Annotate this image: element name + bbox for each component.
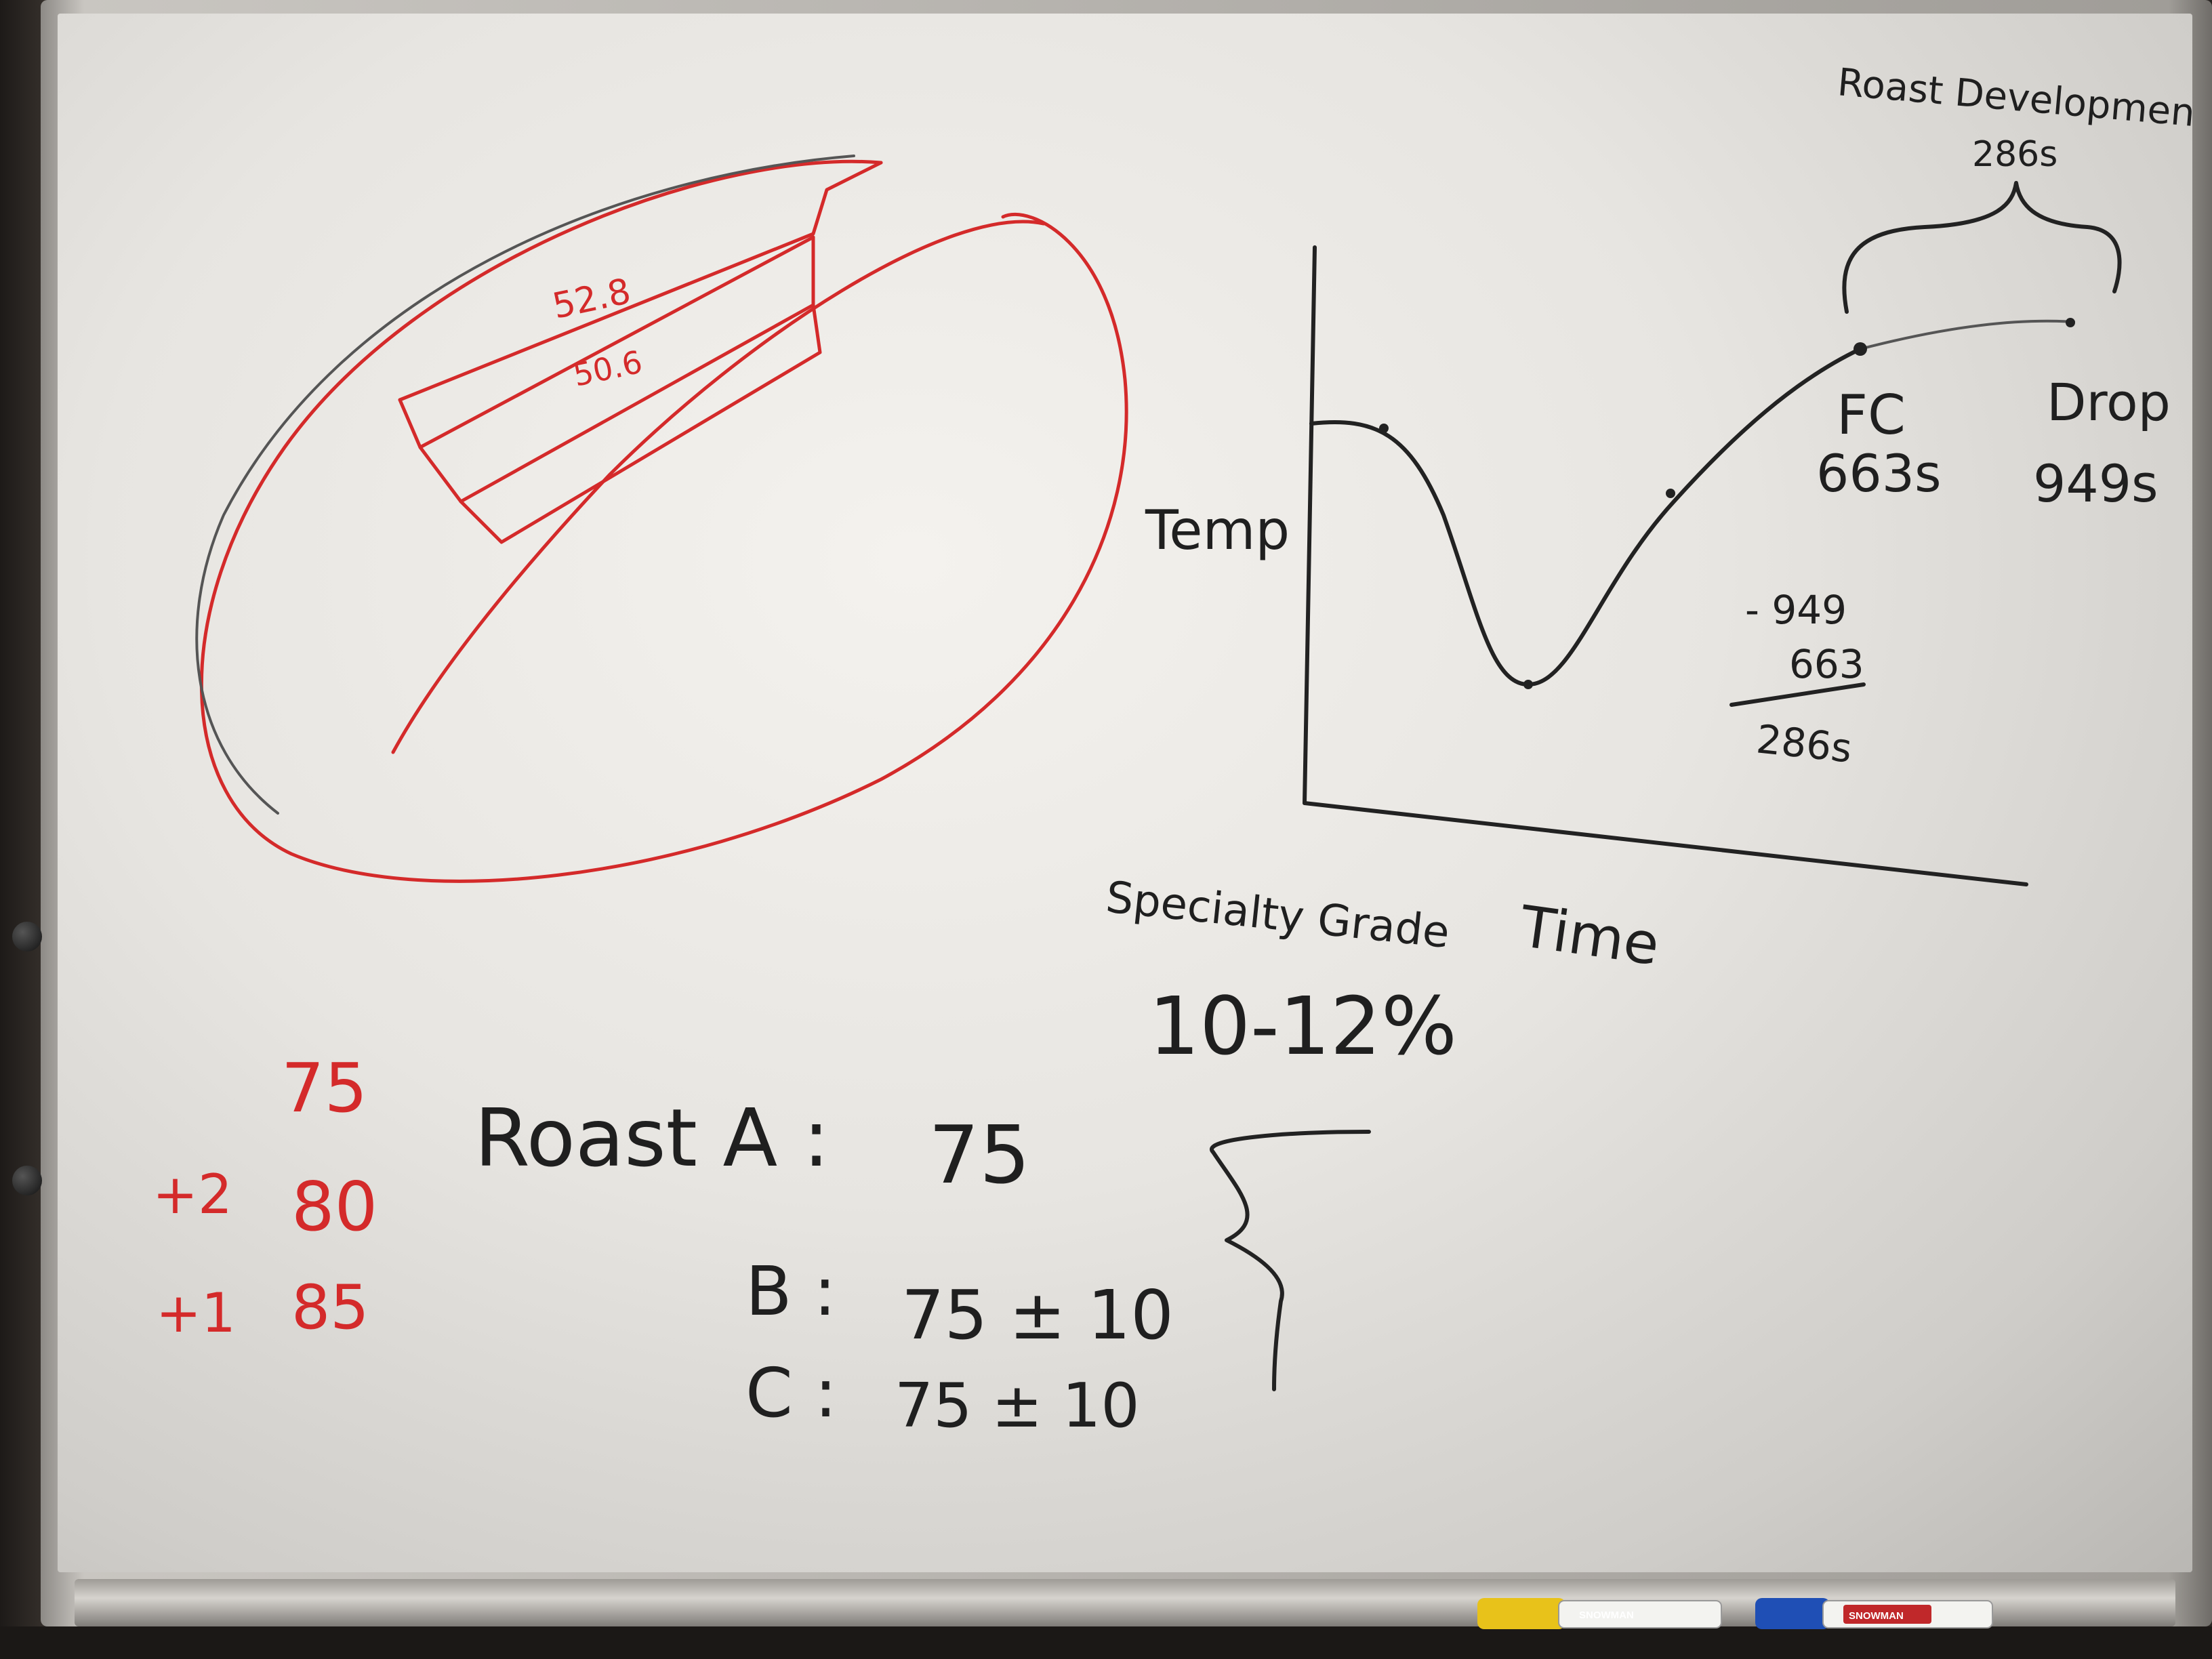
blade-top: [398, 161, 883, 402]
blue-marker[interactable]: SNOWMAN: [1755, 1598, 1993, 1629]
y-axis-line: [1303, 245, 1317, 805]
roast-grouping-brace: [1209, 1130, 1371, 1391]
y-axis-label: Temp: [1145, 499, 1290, 562]
drop-label: Drop: [2047, 372, 2171, 432]
whiteboard-surface: [58, 14, 2192, 1572]
first-crack-dot: [1853, 342, 1867, 356]
mount-knob-lower: [12, 1166, 42, 1195]
red-oval-sketch: 52.8 50.6: [195, 155, 1128, 883]
blade-band-1: [398, 235, 815, 449]
development-brace: [1842, 181, 2122, 314]
blade-band-2: [418, 235, 815, 504]
roast-list: Roast A : 75 B : 75 ± 10 C : 75 ± 10: [474, 1091, 1371, 1441]
subtraction-subtrahend: 663: [1789, 641, 1864, 687]
red-note-value: 75: [281, 1048, 367, 1128]
marker-brand-band: [1843, 1605, 1931, 1624]
red-note-value: 80: [291, 1167, 377, 1246]
first-crack-label: FC: [1837, 384, 1906, 447]
marker-label: SNOWMAN: [1849, 1610, 1904, 1622]
subtraction-line: [1729, 682, 1866, 707]
first-crack-time: 663s: [1816, 443, 1942, 504]
curve-marker-dot: [1666, 489, 1675, 498]
markers: SNOWMAN SNOWMAN: [1477, 1598, 1993, 1629]
red-note-value: 85: [291, 1272, 369, 1343]
floor: [0, 1626, 2212, 1659]
specialty-grade: Specialty Grade 10-12%: [1103, 872, 1457, 1073]
roast-c-value: 75 ± 10: [895, 1370, 1140, 1441]
roast-b-value: 75 ± 10: [901, 1275, 1174, 1355]
x-axis-line: [1303, 801, 2028, 886]
marker-body: [1558, 1600, 1722, 1629]
specialty-grade-range: 10-12%: [1149, 979, 1457, 1073]
sketch-label-bottom: 50.6: [570, 344, 645, 394]
marker-cap: [1755, 1598, 1830, 1629]
roast-a-name: Roast A :: [474, 1091, 830, 1185]
outer-oval: [200, 159, 1128, 883]
faint-curve-extension: [1859, 319, 2075, 350]
subtraction-minuend: - 949: [1745, 587, 1847, 633]
drop-dot: [2066, 318, 2075, 327]
red-note-step: +1: [156, 1282, 236, 1345]
red-score-notes: 75 +2 80 +1 85: [152, 1048, 377, 1345]
x-axis-label: Time: [1515, 893, 1663, 979]
faint-arc: [195, 155, 855, 815]
blade-band-3: [459, 303, 822, 544]
drop-time: 949s: [2033, 453, 2158, 514]
turning-point-dot: [1523, 680, 1533, 689]
roast-a-value: 75: [928, 1108, 1030, 1202]
marker-cap: [1477, 1598, 1565, 1629]
roast-graph: Temp Time Roast Developmen 286s FC 663s …: [1145, 60, 2196, 978]
temperature-curve: [1309, 347, 1862, 687]
red-note-step: +2: [152, 1163, 232, 1226]
roast-development-title: Roast Developmen: [1836, 60, 2197, 136]
curve-marker-dot: [1379, 424, 1389, 433]
specialty-grade-label: Specialty Grade: [1103, 872, 1452, 958]
mount-knob-upper: [12, 922, 42, 951]
yellow-marker[interactable]: SNOWMAN: [1477, 1598, 1722, 1629]
roast-b-name: B :: [745, 1252, 836, 1331]
marker-label: SNOWMAN: [1579, 1610, 1634, 1621]
inner-oval: [391, 220, 1046, 754]
subtraction-result: 286s: [1755, 716, 1854, 771]
roast-c-name: C :: [745, 1353, 837, 1433]
roast-development-value: 286s: [1972, 134, 2057, 175]
sketch-label-top: 52.8: [549, 271, 634, 327]
